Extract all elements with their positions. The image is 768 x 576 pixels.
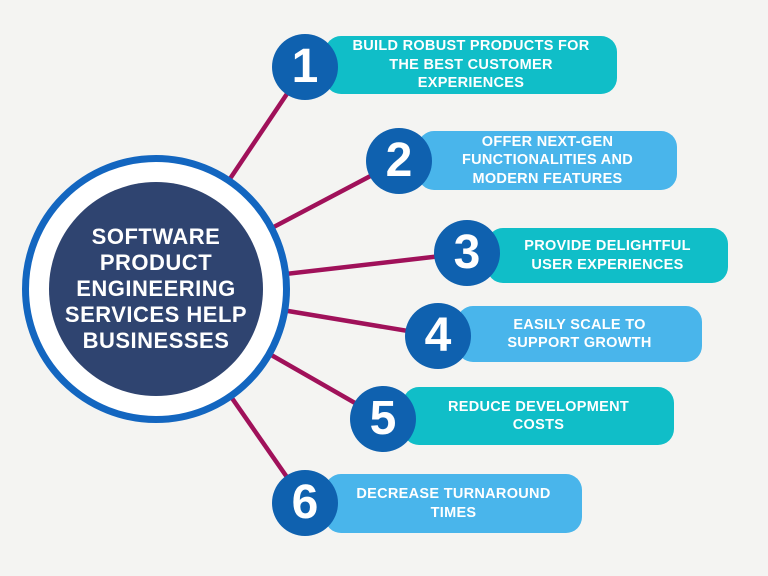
benefit-number-circle: 4 [405, 303, 471, 369]
benefit-label: BUILD ROBUST PRODUCTS FOR THE BEST CUSTO… [352, 38, 590, 92]
central-hub-circle: SOFTWARE PRODUCT ENGINEERING SERVICES HE… [49, 182, 263, 396]
benefit-pill: OFFER NEXT-GEN FUNCTIONALITIES AND MODER… [418, 131, 677, 190]
benefit-number-circle: 5 [350, 386, 416, 452]
benefit-pill: PROVIDE DELIGHTFUL USER EXPERIENCES [487, 228, 728, 283]
benefit-number: 5 [369, 392, 397, 445]
benefit-label: REDUCE DEVELOPMENT COSTS [447, 398, 630, 434]
benefit-label: OFFER NEXT-GEN FUNCTIONALITIES AND MODER… [461, 133, 634, 187]
benefit-number-circle: 3 [434, 220, 500, 286]
benefit-label: PROVIDE DELIGHTFUL USER EXPERIENCES [524, 238, 691, 273]
benefit-number: 1 [291, 40, 319, 93]
benefit-pill: BUILD ROBUST PRODUCTS FOR THE BEST CUSTO… [325, 36, 617, 94]
benefit-number-circle: 1 [272, 34, 338, 100]
benefit-pill: EASILY SCALE TO SUPPORT GROWTH [457, 306, 702, 362]
benefit-number-circle: 2 [366, 128, 432, 194]
benefit-pill: REDUCE DEVELOPMENT COSTS [403, 387, 674, 445]
benefit-label: EASILY SCALE TO SUPPORT GROWTH [507, 316, 652, 352]
benefit-number-circle: 6 [272, 470, 338, 536]
benefit-number: 4 [424, 309, 452, 362]
hub-title: SOFTWARE PRODUCT ENGINEERING SERVICES HE… [64, 224, 248, 353]
benefit-pill: DECREASE TURNAROUND TIMES [325, 474, 582, 533]
benefit-number: 3 [453, 226, 481, 279]
central-hub: SOFTWARE PRODUCT ENGINEERING SERVICES HE… [22, 155, 290, 423]
benefit-label: DECREASE TURNAROUND TIMES [356, 486, 551, 521]
benefit-number: 2 [385, 134, 413, 187]
benefit-number: 6 [291, 476, 319, 529]
